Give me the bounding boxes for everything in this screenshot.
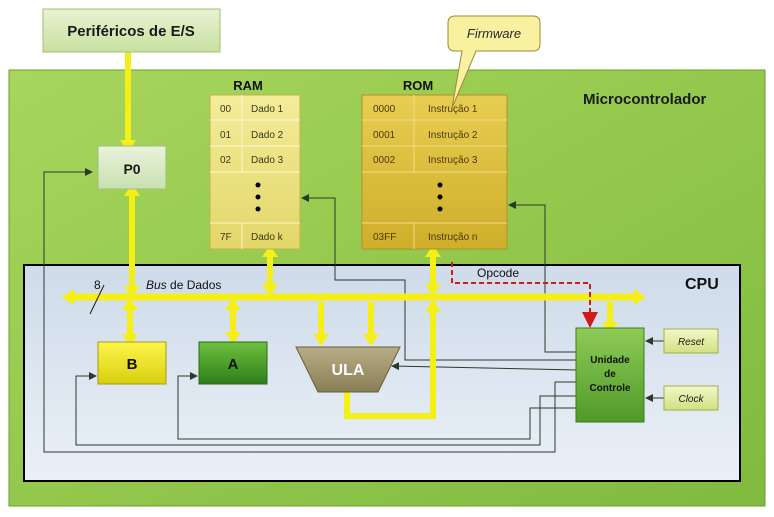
rom-value-2: Instrução 3	[428, 155, 478, 166]
microcontroller-label: Microcontrolador	[583, 91, 707, 108]
register-b-box	[97, 341, 167, 385]
opcode-line	[451, 262, 598, 328]
alu-label: ULA	[332, 362, 365, 379]
ram-value-1: Dado 2	[251, 130, 284, 141]
peripherals-box	[42, 8, 221, 53]
ram-value-3: Dado k	[251, 232, 284, 243]
register-b-label: B	[127, 356, 138, 373]
rom-title: ROM	[403, 78, 433, 93]
register-a-label: A	[228, 356, 239, 373]
rom-value-3: Instrução n	[428, 232, 477, 243]
control-unit-line3: Controle	[589, 383, 631, 394]
clock-box	[663, 385, 719, 411]
clock-label: Clock	[678, 394, 704, 405]
ram-value-0: Dado 1	[251, 104, 284, 115]
port-p0-box	[97, 145, 167, 190]
rom-value-1: Instrução 2	[428, 130, 478, 141]
cpu-label: CPU	[685, 276, 719, 293]
reset-label: Reset	[678, 337, 705, 348]
opcode-label: Opcode	[477, 266, 519, 280]
bus-width-slash	[89, 284, 105, 315]
port-p0-label: P0	[123, 161, 140, 177]
bus-label-italic: Bus	[146, 278, 167, 292]
ram-addr-2: 02	[220, 155, 232, 166]
ram-title: RAM	[233, 78, 263, 93]
rom-value-0: Instrução 1	[428, 104, 478, 115]
control-wires	[43, 168, 664, 453]
rom-addr-1: 0001	[373, 130, 396, 141]
ram-addr-1: 01	[220, 130, 232, 141]
ram-rows: 00 Dado 1 01 Dado 2 02 Dado 3 7F Dado k	[210, 95, 300, 249]
rom-addr-3: 03FF	[373, 232, 396, 243]
reset-box	[663, 328, 719, 354]
bus-label-rest: de Dados	[167, 278, 222, 292]
control-unit-line1: Unidade	[590, 355, 630, 366]
register-a-box	[198, 341, 268, 385]
control-unit-box	[575, 327, 645, 423]
ram-addr-3: 7F	[220, 232, 232, 243]
control-unit-line2: de	[604, 369, 616, 380]
rom-rows: 0000 Instrução 1 0001 Instrução 2 0002 I…	[362, 95, 507, 249]
ram-value-2: Dado 3	[251, 155, 284, 166]
rom-addr-0: 0000	[373, 104, 396, 115]
peripherals-label: Periféricos de E/S	[67, 23, 195, 40]
firmware-callout	[447, 15, 541, 109]
rom-addr-2: 0002	[373, 155, 396, 166]
firmware-label: Firmware	[467, 26, 521, 41]
bus-label: Bus de Dados	[146, 278, 221, 292]
alu-box	[295, 346, 401, 393]
bus-width-label: 8	[94, 278, 101, 292]
ram-addr-0: 00	[220, 104, 232, 115]
